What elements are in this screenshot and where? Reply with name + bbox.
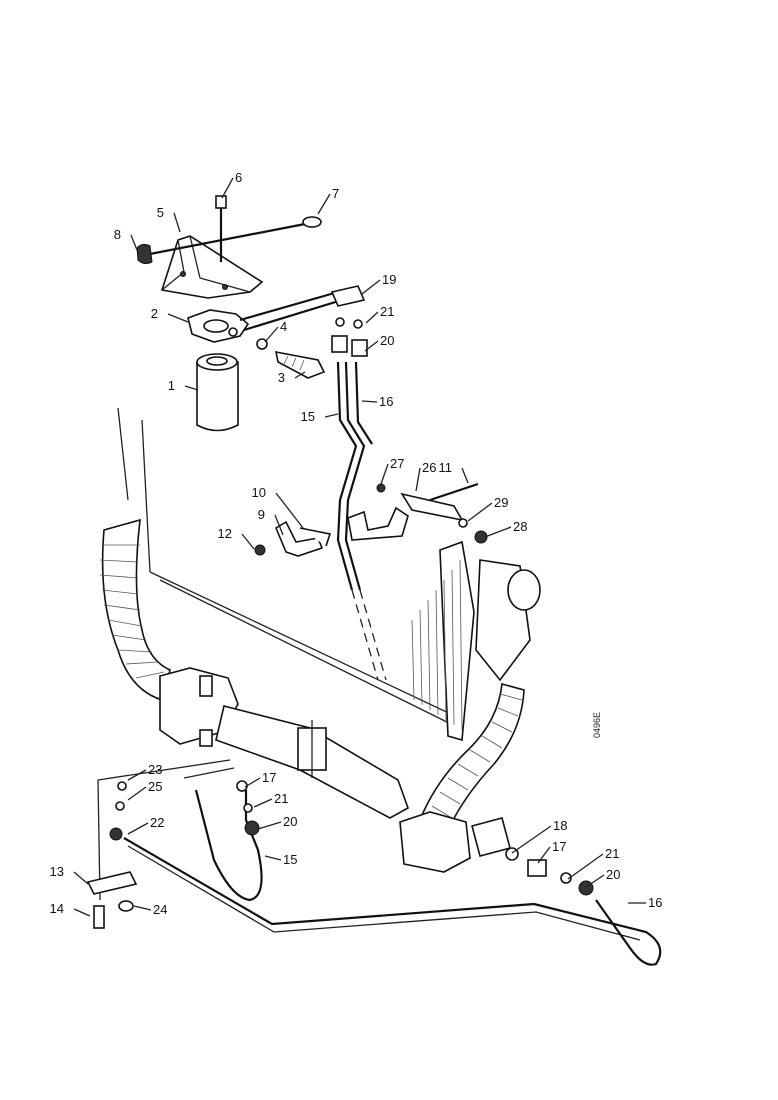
callout-label: 17 (262, 770, 276, 785)
callout-leader (484, 526, 512, 538)
clamp-bracket-right (347, 482, 488, 544)
callout-label: 1 (168, 378, 175, 393)
callout-leader (221, 177, 234, 199)
callout-label: 28 (513, 519, 527, 534)
callout-leader (244, 777, 261, 788)
oil-filter (196, 353, 239, 432)
callout-leader (361, 279, 381, 295)
callout-leader (184, 385, 199, 391)
callout-leader (537, 846, 551, 864)
callout-leader (130, 234, 138, 251)
callout-label: 7 (332, 186, 339, 201)
callout-leader (133, 905, 152, 911)
callout-leader (127, 786, 147, 801)
callout-label: 15 (301, 409, 315, 424)
callout-label: 10 (252, 485, 266, 500)
callout-label: 23 (148, 762, 162, 777)
callout-leader (364, 340, 379, 352)
callout-leader (253, 798, 273, 808)
adapter-fitting (256, 338, 326, 379)
callout-label: 25 (148, 779, 162, 794)
callout-leader (415, 467, 421, 492)
callout-leader (167, 313, 189, 323)
callout-label: 15 (283, 852, 297, 867)
callout-leader (264, 326, 279, 343)
callout-label: 3 (278, 370, 285, 385)
right-hose (418, 682, 525, 831)
callout-label: 18 (553, 818, 567, 833)
callout-label: 16 (648, 895, 662, 910)
callout-leader (73, 871, 89, 885)
callout-leader (585, 874, 605, 888)
callout-label: 21 (605, 846, 619, 861)
callout-label: 16 (379, 394, 393, 409)
callout-label: 20 (283, 814, 297, 829)
callout-leader (324, 413, 339, 418)
lower-line-16 (123, 837, 662, 966)
callout-label: 11 (439, 460, 453, 475)
callout-leader (365, 311, 379, 324)
callout-label: 9 (258, 507, 265, 522)
callout-label: 26 (422, 460, 436, 475)
callout-label: 27 (390, 456, 404, 471)
callout-label: 20 (606, 867, 620, 882)
callout-leader (511, 825, 552, 854)
callout-leader (567, 853, 604, 880)
callout-label: 17 (552, 839, 566, 854)
callout-leader (294, 371, 306, 379)
filter-head (187, 290, 343, 343)
callout-label: 12 (218, 526, 232, 541)
bracket-bolt (215, 195, 227, 262)
callout-leader (380, 463, 389, 485)
callout-label: 29 (494, 495, 508, 510)
callout-leader (461, 467, 469, 484)
callout-leader (274, 514, 284, 536)
callout-labels: 1234567891011121314151516161717181920202… (50, 170, 663, 917)
callout-label: 21 (380, 304, 394, 319)
lower-line-15 (194, 780, 263, 902)
upper-union (330, 285, 368, 357)
left-hose (99, 518, 171, 702)
mounting-bracket (160, 235, 264, 299)
turbo-elbow (475, 559, 541, 682)
callout-label: 21 (274, 791, 288, 806)
callout-label: 2 (151, 306, 158, 321)
callout-label: 5 (157, 205, 164, 220)
callout-label: 22 (150, 815, 164, 830)
callout-label: 24 (153, 902, 167, 917)
callout-label: 6 (235, 170, 242, 185)
callout-leader (257, 821, 282, 830)
callout-leader (127, 769, 147, 781)
callout-leader (361, 400, 378, 403)
callout-leader (317, 193, 331, 215)
callout-leader (275, 492, 304, 529)
oil-line-16 (354, 361, 373, 445)
callout-label: 4 (280, 319, 287, 334)
cooler-frame (117, 407, 475, 742)
callout-leader (467, 502, 493, 522)
callout-leader (127, 822, 149, 835)
oil-line-15 (336, 361, 387, 681)
callout-label: 8 (114, 227, 121, 242)
callout-label: 14 (50, 901, 64, 916)
clamp-bracket-left (254, 520, 332, 557)
callout-label: 19 (382, 272, 396, 287)
cooler-pipe (215, 705, 409, 819)
tie-rod (136, 216, 322, 265)
callout-label: 13 (50, 864, 64, 879)
callout-label: 20 (380, 333, 394, 348)
reference-code: 0496E (592, 712, 602, 738)
outlet-housing (399, 811, 511, 873)
callout-leader (264, 855, 282, 861)
callout-leader (241, 533, 255, 550)
callout-leader (73, 908, 91, 917)
callout-leader (173, 212, 181, 233)
lower-left-fittings (86, 759, 235, 929)
